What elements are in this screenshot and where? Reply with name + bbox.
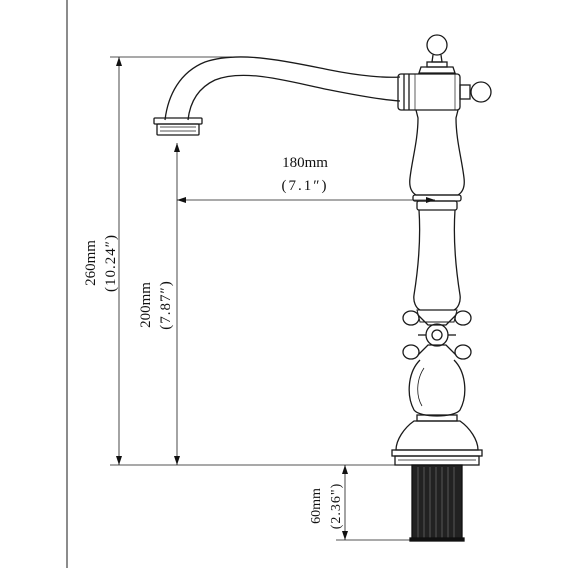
base-plate <box>391 449 483 466</box>
dimension-spout-reach: 180mm (7.1″) <box>177 155 435 203</box>
dimension-spout-height: 200mm (7.87″) <box>138 143 180 465</box>
faucet-spout <box>153 56 401 136</box>
shank-length-imperial: (2.36") <box>329 483 344 530</box>
total-height-imperial: (10.24″) <box>103 234 119 292</box>
spout-height-imperial: (7.87″) <box>158 280 174 330</box>
dimension-total-height: 260mm (10.24″) <box>83 56 400 466</box>
lower-bulb <box>395 359 479 451</box>
threaded-shank <box>409 464 465 542</box>
upper-column <box>409 109 465 311</box>
spout-reach-imperial: (7.1″) <box>282 178 329 194</box>
spout-reach-metric: 180mm <box>282 155 328 171</box>
cross-handle <box>402 309 472 360</box>
total-height-metric: 260mm <box>83 240 99 286</box>
spout-collar <box>397 73 492 111</box>
dimension-shank-length: 60mm (2.36") <box>309 465 410 541</box>
faucet-illustration <box>153 34 492 542</box>
top-finial <box>418 34 456 74</box>
shank-length-metric: 60mm <box>309 488 324 524</box>
spout-height-metric: 200mm <box>138 282 154 328</box>
